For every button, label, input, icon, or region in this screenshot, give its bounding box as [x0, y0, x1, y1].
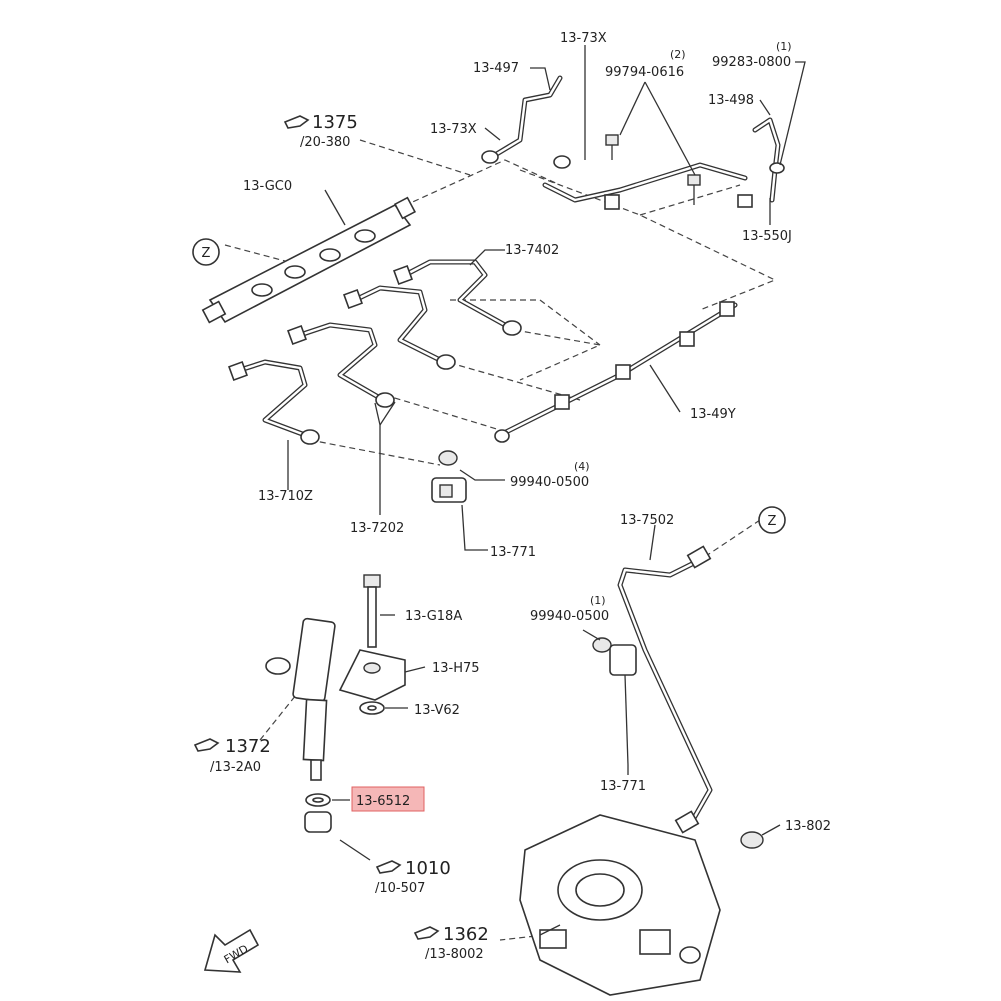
washer-13-v62 [359, 701, 385, 715]
clamp-13-771-a [431, 477, 467, 503]
label-13-710z: 13-710Z [258, 489, 313, 504]
label-1375-sub: /20-380 [300, 135, 350, 150]
ref-circle-z-left: Z [192, 238, 220, 266]
label-13-771-b: 13-771 [600, 779, 646, 794]
label-99940-1-qty: (1) [590, 594, 606, 607]
label-13-g18a: 13-G18A [405, 609, 462, 624]
label-13-49y: 13-49Y [690, 407, 736, 422]
label-13-v62: 13-V62 [414, 703, 460, 718]
label-99794: 99794-0616 [605, 65, 684, 80]
label-1372-sub: /13-2A0 [210, 760, 261, 775]
return-hose-13-497 [481, 75, 563, 164]
label-99940-4: 99940-0500 [510, 475, 589, 490]
ref-pointer-icons [193, 115, 440, 940]
highlight-box-13-6512 [351, 786, 425, 812]
hose-13-498 [752, 117, 785, 203]
label-13-6512: 13-6512 [356, 794, 410, 809]
sleeve-1010 [304, 811, 332, 833]
clamp-13-771-b [609, 644, 637, 766]
label-99940-1: 99940-0500 [530, 609, 609, 624]
injection-pipe-2 [343, 285, 456, 370]
label-13-771-a: 13-771 [490, 545, 536, 560]
label-13-gc0: 13-GC0 [243, 179, 292, 194]
label-13-7202: 13-7202 [350, 521, 404, 536]
part-labels: 13-73X 13-497 (2) 99794-0616 (1) 99283-0… [210, 31, 831, 966]
injector-clamp-13-h75 [338, 649, 406, 701]
svg-text:Z: Z [768, 514, 777, 529]
leak-off-pipe [542, 155, 753, 210]
fuel-pump-1362 [519, 814, 721, 996]
label-13-73x-top: 13-73X [560, 31, 607, 46]
label-1362: 1362 [443, 924, 489, 945]
forward-direction-arrow-icon [203, 928, 260, 973]
pointer-hand-icon [193, 738, 220, 752]
seal-13-6512 [305, 793, 331, 807]
nut-99940-4 [438, 450, 458, 466]
nut-99940-1 [592, 637, 612, 653]
label-13-550j: 13-550J [742, 229, 792, 244]
bolt-99794 [605, 134, 701, 205]
nut-13-802 [740, 831, 764, 849]
injector-1372 [265, 617, 336, 781]
label-1010-sub: /10-507 [375, 881, 425, 896]
dashed-assembly-lines [224, 139, 777, 941]
injection-pipe-13-710z [228, 359, 320, 445]
ref-circle-z-right: Z [758, 506, 786, 534]
label-99283-qty: (1) [776, 40, 792, 53]
pointer-hand-icon [283, 115, 310, 129]
bolt-13-g18a [363, 574, 381, 648]
feed-pipe-13-7502 [617, 545, 713, 834]
injection-pipe-13-7402 [393, 259, 522, 336]
common-rail-13-gc0 [201, 196, 417, 324]
label-99940-4-qty: (4) [574, 460, 590, 473]
label-13-7402: 13-7402 [505, 243, 559, 258]
label-13-h75: 13-H75 [432, 661, 480, 676]
label-13-802: 13-802 [785, 819, 831, 834]
label-1375: 1375 [312, 112, 358, 133]
leak-off-rail-13-49y [494, 301, 738, 443]
label-13-7502: 13-7502 [620, 513, 674, 528]
label-1362-sub: /13-8002 [425, 947, 484, 962]
pointer-hand-icon [413, 926, 440, 940]
label-99794-qty: (2) [670, 48, 686, 61]
label-99283: 99283-0800 [712, 55, 791, 70]
label-13-73x-mid: 13-73X [430, 122, 477, 137]
svg-text:Z: Z [202, 246, 211, 261]
label-1010: 1010 [405, 858, 451, 879]
pointer-hand-icon [375, 860, 402, 874]
label-13-498: 13-498 [708, 93, 754, 108]
injection-pipe-13-7202 [287, 322, 395, 408]
leader-lines [287, 45, 806, 936]
label-13-497: 13-497 [473, 61, 519, 76]
label-1372: 1372 [225, 736, 271, 757]
